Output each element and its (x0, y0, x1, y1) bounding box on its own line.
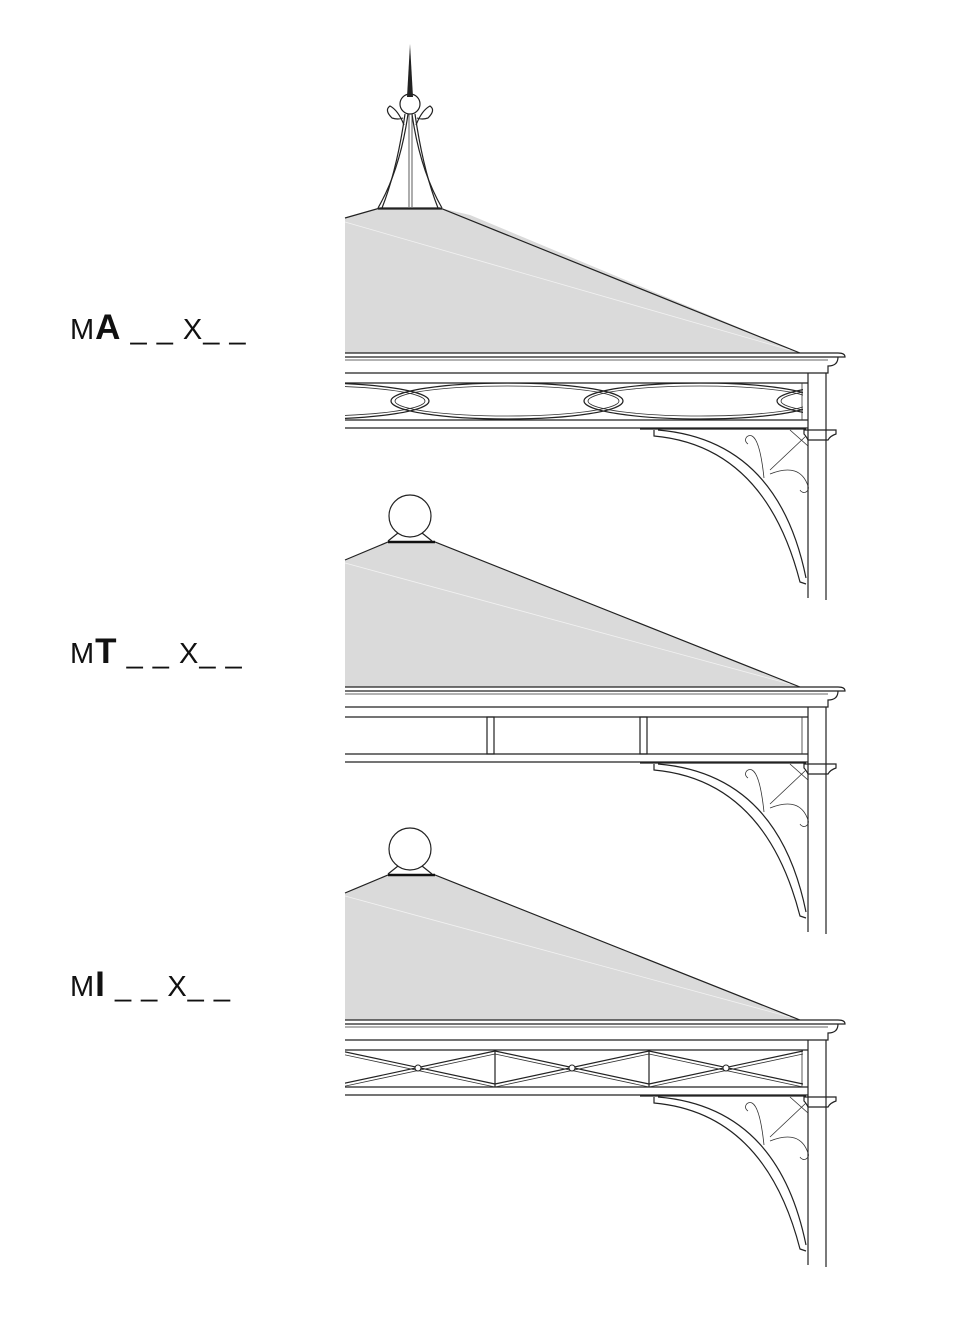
cross-lattice-frieze (345, 1050, 803, 1087)
variant-label-a: MA _ _ X_ _ (70, 308, 247, 348)
arched-lattice-frieze (345, 383, 803, 420)
label-code: I (95, 965, 106, 1004)
label-prefix: M (70, 314, 96, 346)
label-prefix: M (70, 971, 96, 1003)
label-suffix: _ _ X_ _ (114, 971, 231, 1003)
label-code: A (95, 308, 122, 347)
spire-finial (377, 44, 443, 209)
label-suffix: _ _ X_ _ (126, 638, 243, 670)
ball-finial (387, 827, 433, 875)
label-suffix: _ _ X_ _ (130, 314, 247, 346)
roof (345, 542, 800, 687)
gazebo-variant-i (344, 827, 846, 1268)
variant-label-t: MT _ _ X_ _ (70, 632, 243, 672)
label-code: T (95, 632, 118, 671)
plain-panel-frieze (486, 716, 648, 755)
roof (345, 875, 800, 1020)
label-prefix: M (70, 638, 96, 670)
ball-finial (387, 494, 433, 542)
roof (345, 208, 800, 353)
variant-label-i: MI _ _ X_ _ (70, 965, 231, 1005)
gazebo-variant-a (344, 44, 846, 601)
gazebo-variant-t (344, 494, 846, 935)
